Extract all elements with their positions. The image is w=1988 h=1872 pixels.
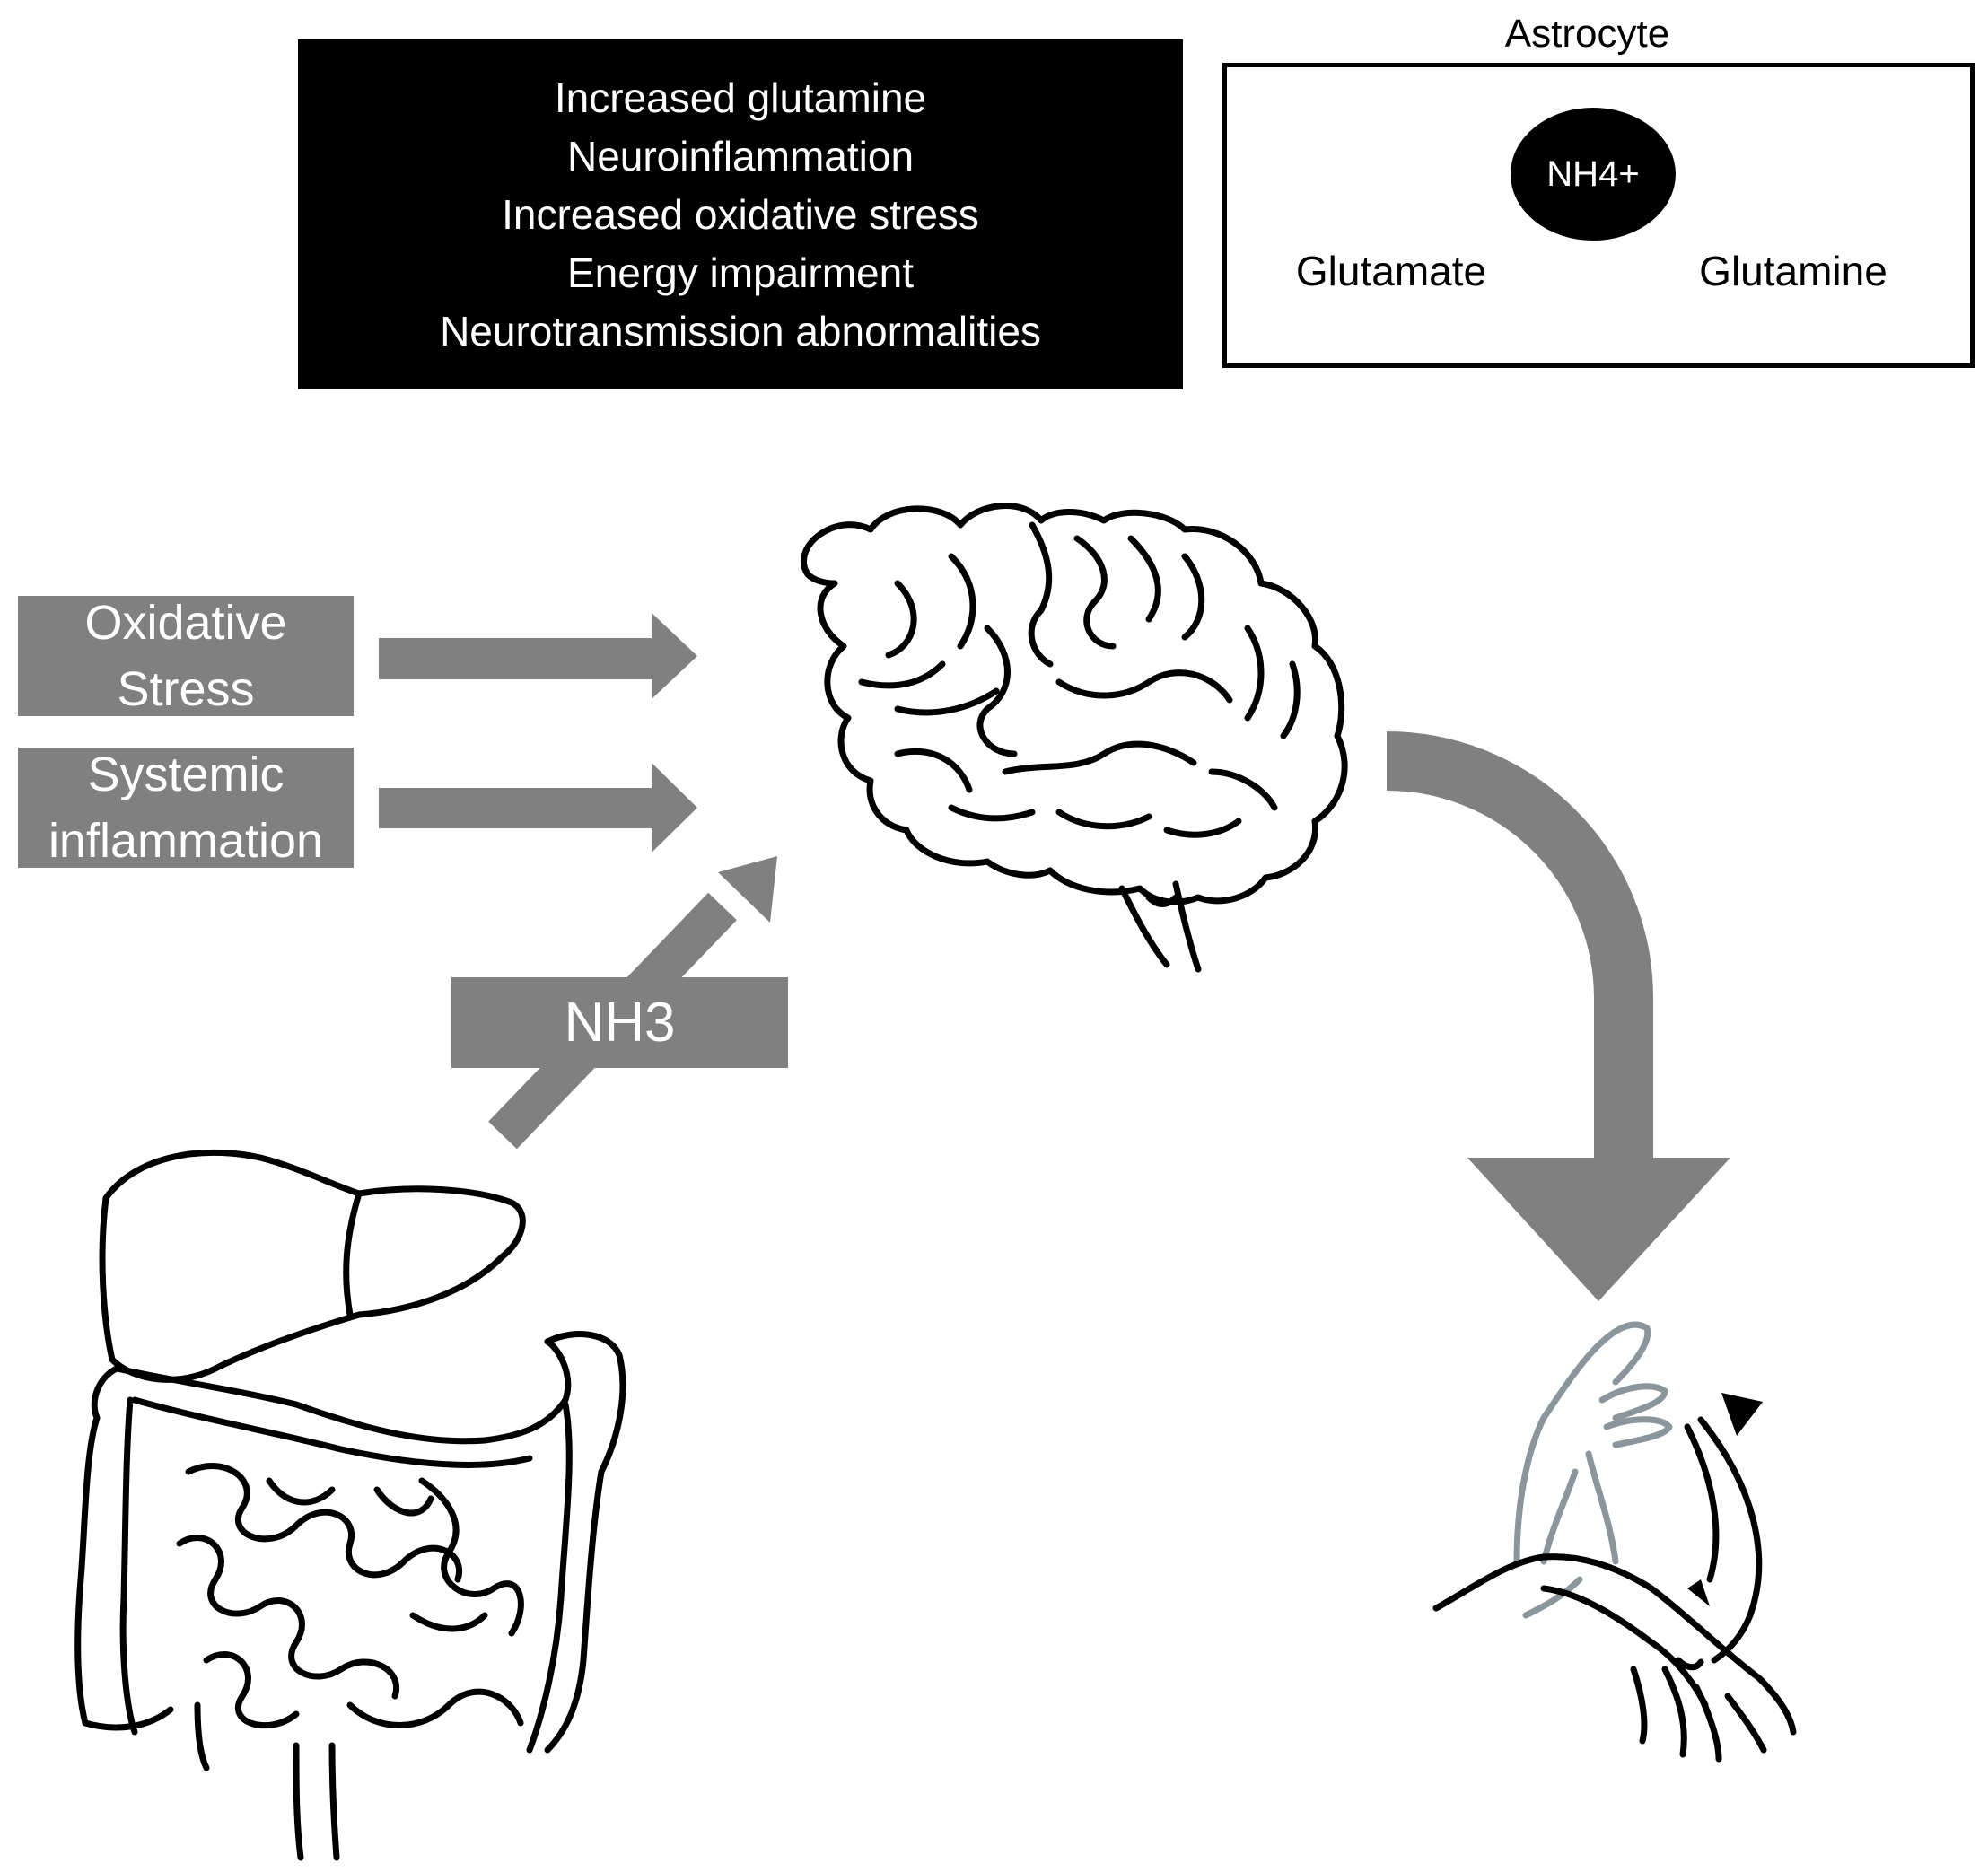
nh3-box: NH3 <box>451 977 788 1068</box>
effects-box: Increased glutamine Neuroinflammation In… <box>298 39 1183 389</box>
systemic-inflammation-arrow <box>379 763 697 853</box>
astrocyte-label: Astrocyte <box>1504 12 1670 56</box>
nh4-label: NH4+ <box>1546 153 1640 194</box>
brain-to-hand-arrow <box>1386 731 1730 1301</box>
oxidative-stress-line-2: Stress <box>117 662 255 716</box>
effect-neurotransmission: Neurotransmission abnormalities <box>440 307 1041 354</box>
systemic-inflammation-line-2: inflammation <box>48 814 324 868</box>
flapping-hand-icon <box>1432 1321 1797 1763</box>
glutamine-label: Glutamine <box>1699 248 1887 294</box>
oxidative-stress-line-1: Oxidative <box>84 596 287 650</box>
oxidative-stress-box: Oxidative Stress <box>18 596 354 716</box>
nh4-ion-badge: NH4+ <box>1511 108 1676 241</box>
brain-icon <box>800 503 1348 973</box>
oxidative-stress-arrow <box>379 613 697 699</box>
effect-increased-glutamine: Increased glutamine <box>554 74 927 121</box>
systemic-inflammation-box: Systemic inflammation <box>18 748 354 868</box>
effect-neuroinflammation: Neuroinflammation <box>566 132 915 179</box>
nh3-label: NH3 <box>564 991 676 1054</box>
glutamate-label: Glutamate <box>1295 248 1487 294</box>
systemic-inflammation-line-1: Systemic <box>87 748 285 801</box>
effect-energy-impairment: Energy impairment <box>566 249 915 296</box>
effect-oxidative-stress: Increased oxidative stress <box>502 190 979 238</box>
digestive-system-icon <box>74 1149 626 1861</box>
